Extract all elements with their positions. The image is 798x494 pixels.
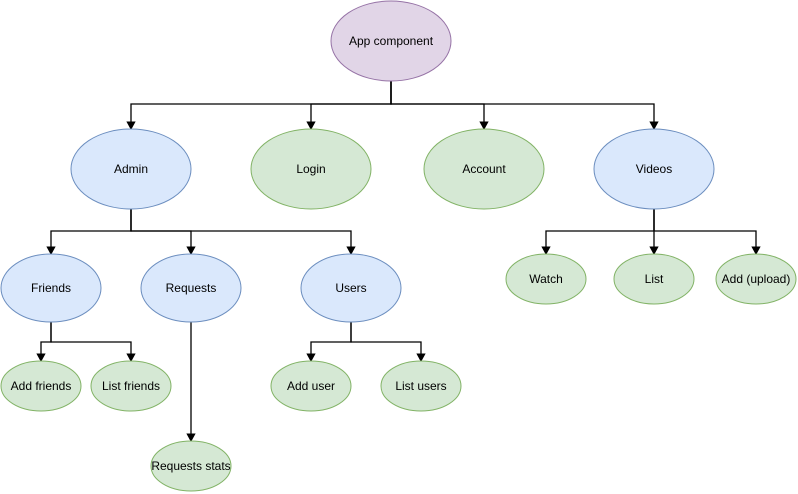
connector-line [130, 209, 192, 247]
connector-line [350, 322, 422, 354]
node-list-users[interactable]: List users [380, 360, 462, 412]
node-ellipse[interactable] [140, 253, 242, 323]
node-label: Add (upload) [722, 272, 791, 286]
edge-app-component-to-login [306, 81, 392, 131]
arrowhead-icon [46, 246, 56, 256]
node-ellipse[interactable] [715, 253, 797, 305]
arrowhead-icon [306, 121, 316, 131]
edge-videos-to-add-upload [653, 209, 761, 256]
node-login[interactable]: Login [250, 128, 372, 210]
arrowhead-icon [649, 246, 659, 256]
edge-app-component-to-videos [390, 81, 659, 131]
node-add-upload[interactable]: Add (upload) [715, 253, 797, 305]
connector-line [310, 322, 352, 354]
arrowhead-icon [186, 246, 196, 256]
arrowhead-icon [186, 433, 196, 443]
edge-app-component-to-account [390, 81, 489, 131]
connector-line [50, 322, 132, 354]
node-account[interactable]: Account [423, 128, 545, 210]
edge-app-component-to-admin [126, 81, 392, 131]
node-label: Requests [166, 281, 217, 295]
node-admin[interactable]: Admin [70, 128, 192, 210]
edge-friends-to-list-friends [50, 322, 136, 363]
node-label: Account [462, 162, 506, 176]
node-label: Add user [287, 379, 335, 393]
connector-line [390, 81, 485, 122]
connector-line [50, 209, 132, 247]
node-label: Videos [636, 162, 672, 176]
arrowhead-icon [126, 353, 136, 363]
connector-line [653, 209, 757, 247]
node-ellipse[interactable] [0, 253, 102, 323]
node-label: List [645, 272, 664, 286]
node-app-component[interactable]: App component [330, 0, 452, 82]
edge-videos-to-watch [541, 209, 655, 256]
node-friends[interactable]: Friends [0, 253, 102, 323]
node-label: Admin [114, 162, 148, 176]
node-ellipse[interactable] [330, 0, 452, 82]
edge-friends-to-add-friends [36, 322, 52, 363]
node-add-user[interactable]: Add user [270, 360, 352, 412]
node-label: Watch [529, 272, 563, 286]
arrowhead-icon [346, 246, 356, 256]
node-requests-stats[interactable]: Requests stats [150, 440, 232, 492]
edge-admin-to-users [130, 209, 356, 256]
arrowhead-icon [416, 353, 426, 363]
node-ellipse[interactable] [613, 253, 695, 305]
connector-line [130, 81, 392, 122]
edge-users-to-list-users [350, 322, 426, 363]
node-watch[interactable]: Watch [505, 253, 587, 305]
node-videos[interactable]: Videos [593, 128, 715, 210]
connector-line [545, 209, 655, 247]
node-label: Login [296, 162, 325, 176]
arrowhead-icon [306, 353, 316, 363]
node-ellipse[interactable] [380, 360, 462, 412]
connector-line [40, 322, 52, 354]
node-ellipse[interactable] [270, 360, 352, 412]
node-label: Users [335, 281, 366, 295]
edge-requests-to-requests-stats [186, 322, 196, 443]
node-label: List friends [102, 379, 160, 393]
arrowhead-icon [36, 353, 46, 363]
node-ellipse[interactable] [250, 128, 372, 210]
arrowhead-icon [751, 246, 761, 256]
node-ellipse[interactable] [0, 360, 82, 412]
node-ellipse[interactable] [505, 253, 587, 305]
node-users[interactable]: Users [300, 253, 402, 323]
node-ellipse[interactable] [423, 128, 545, 210]
node-ellipse[interactable] [70, 128, 192, 210]
arrowhead-icon [649, 121, 659, 131]
arrowhead-icon [479, 121, 489, 131]
node-label: Add friends [11, 379, 72, 393]
node-label: App component [349, 34, 434, 48]
node-ellipse[interactable] [90, 360, 172, 412]
node-ellipse[interactable] [593, 128, 715, 210]
edge-layer [36, 81, 761, 443]
arrowhead-icon [541, 246, 551, 256]
node-add-friends[interactable]: Add friends [0, 360, 82, 412]
edge-users-to-add-user [306, 322, 352, 363]
connector-line [130, 209, 352, 247]
node-label: Friends [31, 281, 71, 295]
node-requests[interactable]: Requests [140, 253, 242, 323]
node-ellipse[interactable] [150, 440, 232, 492]
arrowhead-icon [126, 121, 136, 131]
connector-line [310, 81, 392, 122]
node-list[interactable]: List [613, 253, 695, 305]
node-list-friends[interactable]: List friends [90, 360, 172, 412]
node-label: List users [395, 379, 446, 393]
node-ellipse[interactable] [300, 253, 402, 323]
connector-line [390, 81, 655, 122]
edge-admin-to-friends [46, 209, 132, 256]
node-label: Requests stats [151, 459, 230, 473]
